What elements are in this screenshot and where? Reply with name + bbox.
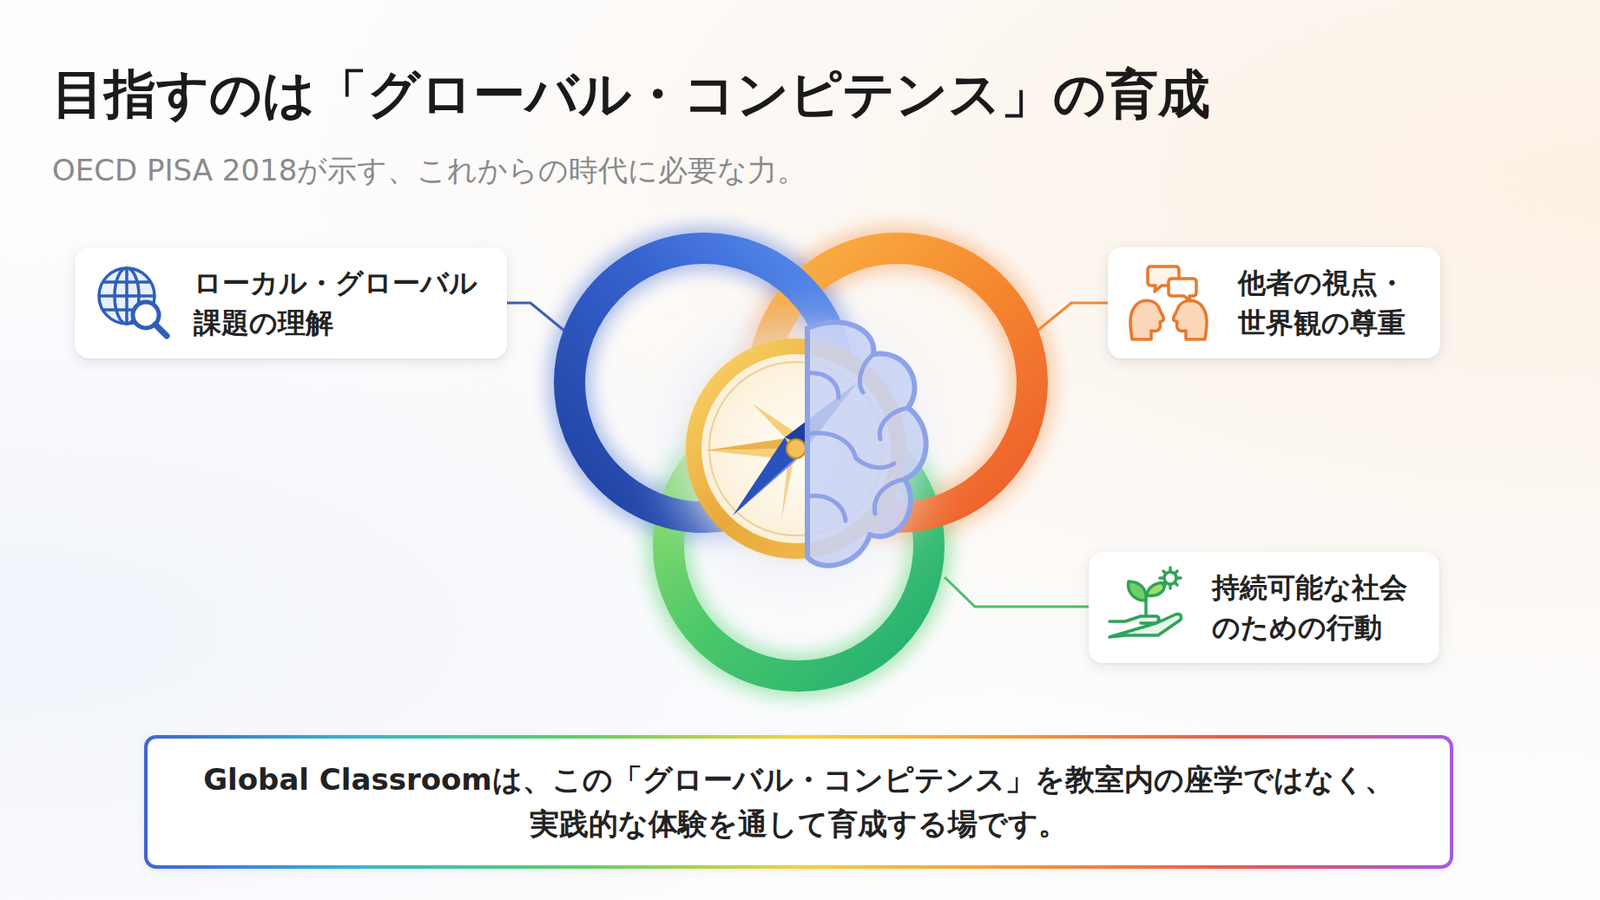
leader-line [1037,302,1108,331]
slide-title: 目指すのは「グローバル・コンピテンス」の育成 [52,62,1211,126]
people-icon [1125,259,1212,347]
subtitle: OECD PISA 2018が示す、これからの時代に必要な力。 [52,152,807,189]
box-label: 持続可能な社会 のための行動 [1211,567,1421,649]
summary-box: Global Classroomは、この「グローバル・コンピテンス」を教室内の座… [144,735,1454,870]
competence-box: ローカル・グローバル 課題の理解 [74,247,507,360]
competence-box: 持続可能な社会 のための行動 [1088,552,1440,665]
box-label: ローカル・グローバル 課題の理解 [193,263,488,344]
globe-icon [92,261,172,345]
summary-text: Global Classroomは、この「グローバル・コンピテンス」を教室内の座… [170,757,1428,847]
leader-line [944,577,1089,607]
box-label: 他者の視点・ 世界観の尊重 [1237,263,1419,344]
hand-plant-icon [1106,566,1190,650]
competence-box: 他者の視点・ 世界観の尊重 [1107,247,1441,360]
brain-icon [807,322,927,567]
